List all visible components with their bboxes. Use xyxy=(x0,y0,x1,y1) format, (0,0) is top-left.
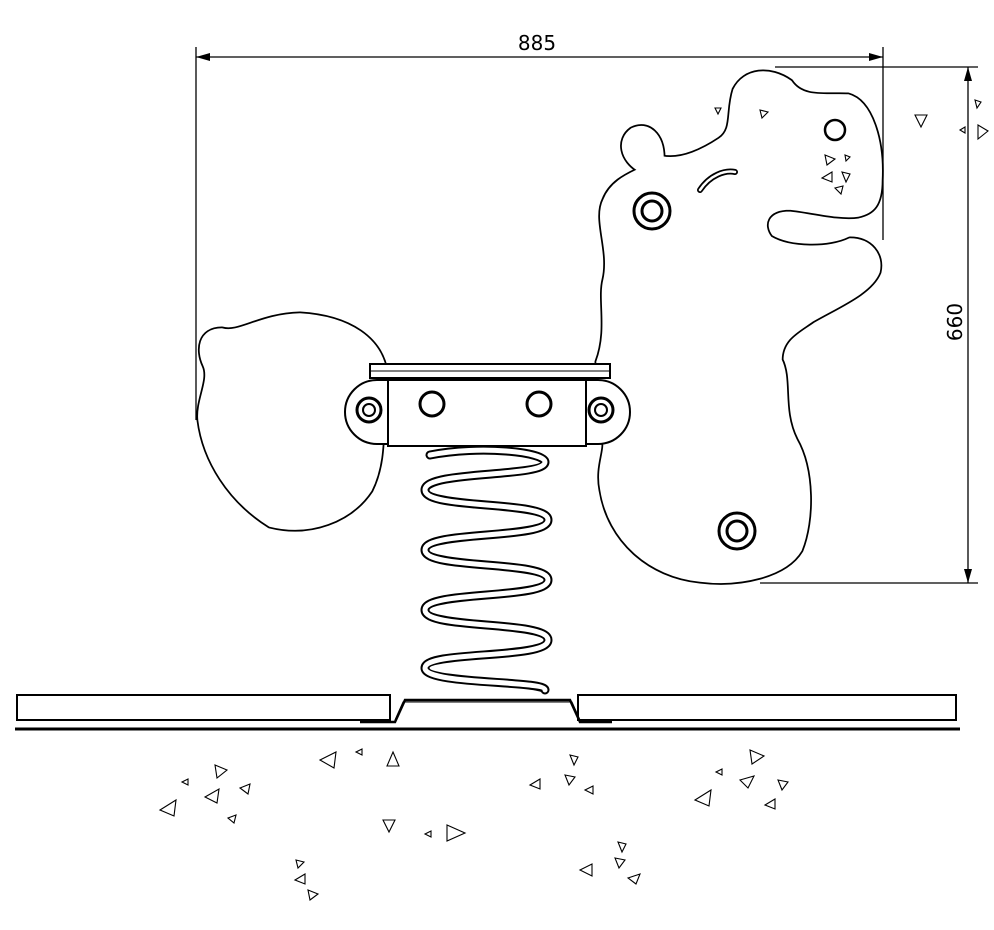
rear-panel xyxy=(196,311,389,532)
spring xyxy=(420,445,553,695)
horse-head-panel xyxy=(594,69,884,585)
ground-base xyxy=(15,694,960,731)
eye-handle xyxy=(632,191,672,231)
nostril xyxy=(823,118,847,142)
seat-bracket xyxy=(344,363,631,447)
foot-rest-bolt xyxy=(717,511,757,551)
width-dimension: 885 xyxy=(195,31,884,420)
height-label: 660 xyxy=(943,303,967,341)
width-label: 885 xyxy=(518,31,556,55)
height-dimension: 660 xyxy=(760,66,978,584)
gravel-triangles xyxy=(158,99,989,901)
